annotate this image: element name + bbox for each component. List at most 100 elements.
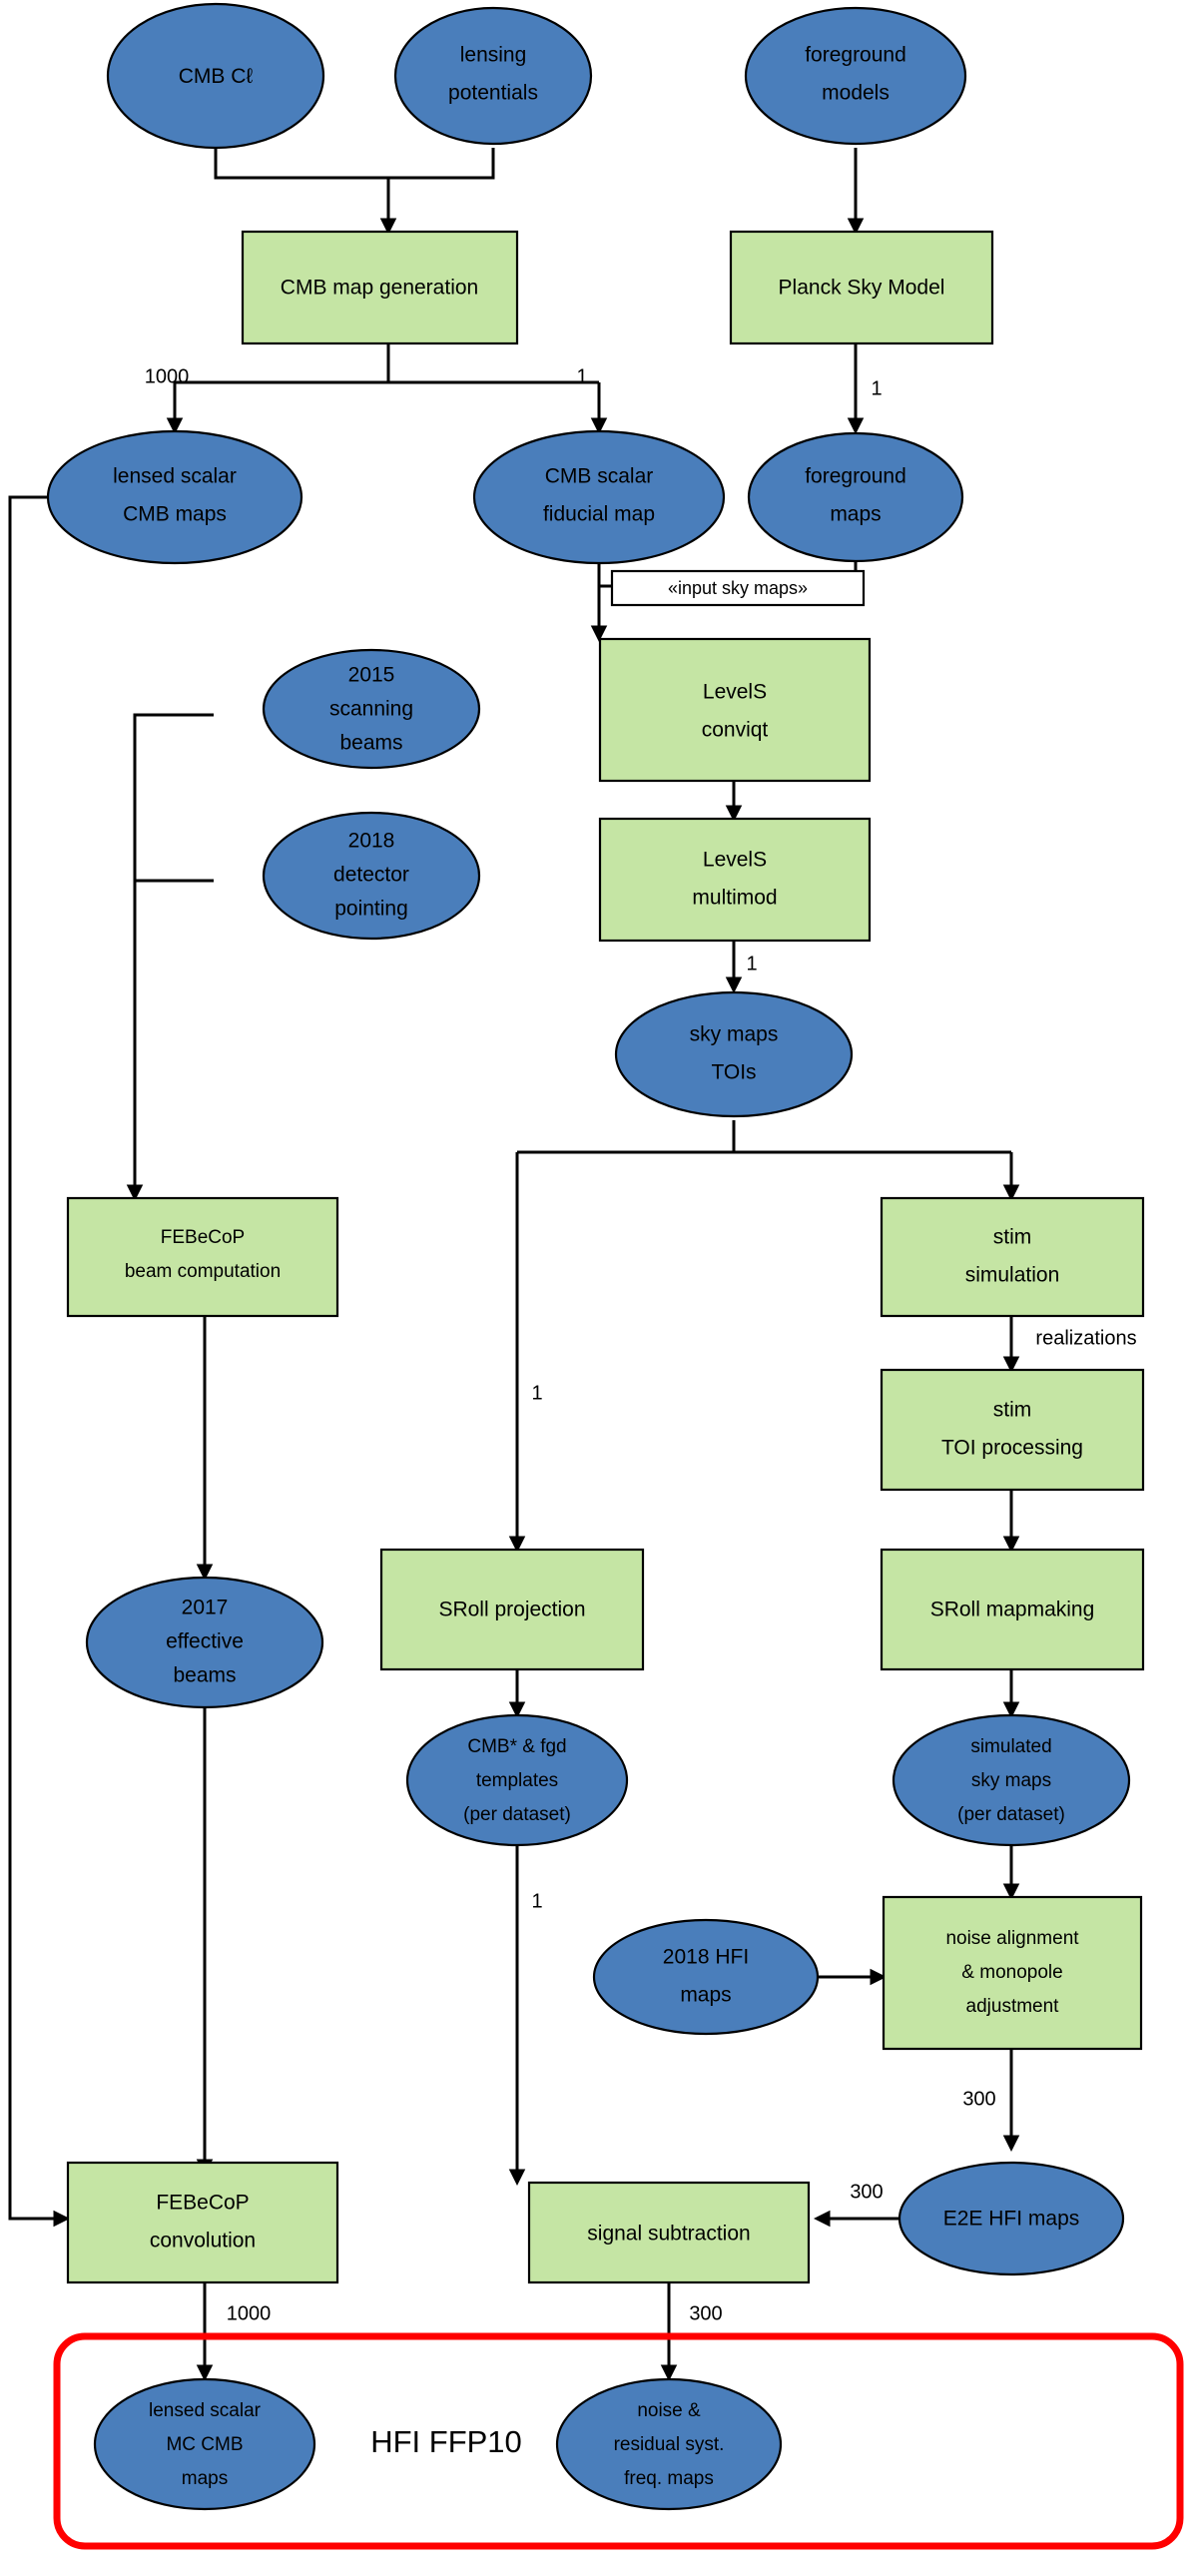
- node-lensing-potentials-label-2: potentials: [448, 82, 538, 105]
- node-cmb-fiducial-label-1: CMB scalar: [545, 465, 654, 488]
- edge-label-febecop-to-mc: 1000: [227, 2302, 272, 2324]
- node-cmb-cl-label: CMB Cℓ: [179, 65, 254, 88]
- node-noise-alignment-label-1: noise alignment: [945, 1928, 1079, 1949]
- node-noise-alignment-label-3: adjustment: [966, 1996, 1060, 2017]
- stereotype-input-sky-maps-label: «input sky maps»: [668, 578, 808, 598]
- node-noise-residual-label-3: freq. maps: [624, 2468, 714, 2489]
- node-2018-hfi-maps[interactable]: 2018 HFI maps: [592, 1918, 820, 2036]
- node-cmb-cl[interactable]: CMB Cℓ: [106, 2, 325, 150]
- node-2018-detector-pointing[interactable]: 2018 detector pointing: [262, 811, 481, 941]
- node-lensing-potentials[interactable]: lensing potentials: [393, 6, 593, 146]
- edge-lensedscalar-to-febecopconv: [8, 495, 70, 2228]
- node-scanning-beams-label-2: scanning: [329, 698, 413, 721]
- node-sroll-projection-label: SRoll projection: [438, 1599, 585, 1621]
- node-foreground-models-label-1: foreground: [805, 44, 906, 67]
- node-cmb-fiducial-label-2: fiducial map: [543, 503, 655, 526]
- node-signal-subtraction-label: signal subtraction: [587, 2223, 750, 2246]
- node-noise-residual-label-1: noise &: [637, 2400, 701, 2421]
- edge-label-cmbgen-to-fiducial: 1: [576, 365, 587, 387]
- node-detector-pointing-label-1: 2018: [348, 830, 395, 853]
- edge-label-subtract-to-noise: 300: [689, 2302, 722, 2324]
- edge-lensingpot-to-cmbmapgen: [388, 148, 495, 180]
- node-mc-cmb-label-1: lensed scalar: [149, 2400, 262, 2421]
- node-stim-toi-label-1: stim: [993, 1399, 1032, 1422]
- node-febecop-convolution[interactable]: FEBeCoP convolution: [66, 2161, 339, 2284]
- node-templates-label-1: CMB* & fgd: [467, 1736, 566, 1757]
- node-levels-conviqt-label-2: conviqt: [702, 719, 769, 742]
- edge-label-tois-to-srollproj: 1: [531, 1382, 542, 1404]
- node-febecop-conv-label-1: FEBeCoP: [156, 2192, 249, 2215]
- node-febecop-beam-label-2: beam computation: [125, 1261, 281, 1282]
- node-stim-toi-processing[interactable]: stim TOI processing: [880, 1368, 1145, 1492]
- node-simulated-sky-maps[interactable]: simulated sky maps (per dataset): [892, 1713, 1131, 1847]
- node-foreground-models[interactable]: foreground models: [744, 6, 967, 146]
- node-levels-conviqt[interactable]: LevelS conviqt: [598, 637, 872, 783]
- node-foreground-maps[interactable]: foreground maps: [747, 431, 964, 563]
- node-e2e-hfi-maps-label: E2E HFI maps: [943, 2208, 1080, 2231]
- stereotype-input-sky-maps: «input sky maps»: [610, 569, 866, 607]
- node-cmb-map-generation[interactable]: CMB map generation: [241, 230, 519, 345]
- node-simulated-sky-label-2: sky maps: [971, 1770, 1051, 1791]
- node-noise-residual-maps[interactable]: noise & residual syst. freq. maps: [555, 2377, 783, 2511]
- node-levels-multimod-label-2: multimod: [692, 887, 777, 910]
- node-mc-cmb-label-3: maps: [182, 2468, 228, 2489]
- node-levels-conviqt-label-1: LevelS: [703, 681, 767, 704]
- node-mc-cmb-label-2: MC CMB: [166, 2434, 243, 2455]
- node-lensed-scalar-label-2: CMB maps: [123, 503, 227, 526]
- node-lensed-scalar-cmb-maps[interactable]: lensed scalar CMB maps: [46, 429, 303, 565]
- hfi-ffp10-group-title: HFI FFP10: [370, 2424, 522, 2459]
- node-e2e-hfi-maps[interactable]: E2E HFI maps: [898, 2161, 1125, 2276]
- edge-cmbcl-to-cmbmapgen: [214, 148, 388, 180]
- edge-beams-rail-to-febecopbeam: [126, 713, 214, 1201]
- svg-text:CMB Cℓ: CMB Cℓ: [179, 65, 254, 88]
- node-noise-alignment[interactable]: noise alignment & monopole adjustment: [882, 1895, 1143, 2051]
- node-signal-subtraction[interactable]: signal subtraction: [527, 2181, 811, 2284]
- node-lensed-scalar-label-1: lensed scalar: [113, 465, 237, 488]
- edge-label-cmbgen-to-lensed: 1000: [145, 365, 190, 387]
- node-planck-sky-model-label: Planck Sky Model: [779, 277, 945, 300]
- node-sroll-mapmaking-label: SRoll mapmaking: [930, 1599, 1095, 1621]
- node-effective-beams-label-2: effective: [166, 1630, 244, 1653]
- node-hfi-maps-label-1: 2018 HFI: [663, 1946, 749, 1969]
- node-sky-maps-tois[interactable]: sky maps TOIs: [614, 990, 854, 1118]
- node-foreground-models-label-2: models: [822, 82, 890, 105]
- node-simulated-sky-label-1: simulated: [970, 1736, 1051, 1757]
- node-sroll-projection[interactable]: SRoll projection: [379, 1548, 645, 1671]
- node-stim-simulation-label-1: stim: [993, 1226, 1032, 1249]
- node-stim-simulation-label-2: simulation: [965, 1264, 1060, 1287]
- node-detector-pointing-label-3: pointing: [334, 898, 408, 921]
- node-stim-toi-label-2: TOI processing: [941, 1437, 1083, 1460]
- edge-label-templates-to-subtract: 1: [531, 1890, 542, 1912]
- node-stim-simulation[interactable]: stim simulation: [880, 1196, 1145, 1318]
- node-febecop-beam-computation[interactable]: FEBeCoP beam computation: [66, 1196, 339, 1318]
- node-foreground-maps-label-2: maps: [830, 503, 881, 526]
- node-2017-effective-beams[interactable]: 2017 effective beams: [85, 1576, 324, 1709]
- node-cmb-fgd-templates[interactable]: CMB* & fgd templates (per dataset): [405, 1713, 629, 1847]
- node-levels-multimod[interactable]: LevelS multimod: [598, 817, 872, 943]
- node-lensed-mc-cmb-maps[interactable]: lensed scalar MC CMB maps: [93, 2377, 316, 2511]
- node-effective-beams-label-1: 2017: [182, 1597, 229, 1619]
- edge-label-e2e-to-subtract: 300: [850, 2181, 883, 2203]
- edge-label-multimod-to-tois: 1: [746, 953, 757, 974]
- node-detector-pointing-label-2: detector: [333, 864, 409, 887]
- node-templates-label-3: (per dataset): [463, 1804, 571, 1825]
- node-foreground-maps-label-1: foreground: [805, 465, 906, 488]
- node-sky-maps-tois-label-2: TOIs: [711, 1061, 756, 1084]
- node-levels-multimod-label-1: LevelS: [703, 849, 767, 872]
- node-lensing-potentials-label-1: lensing: [460, 44, 527, 67]
- edge-label-stimsim-to-stimtoi: realizations: [1035, 1327, 1136, 1349]
- node-planck-sky-model[interactable]: Planck Sky Model: [729, 230, 994, 345]
- node-templates-label-2: templates: [476, 1770, 558, 1791]
- hfi-ffp10-group-outline: [53, 2332, 1184, 2550]
- node-cmb-scalar-fiducial-map[interactable]: CMB scalar fiducial map: [472, 429, 726, 565]
- node-noise-alignment-label-2: & monopole: [961, 1962, 1062, 1983]
- node-scanning-beams-label-1: 2015: [348, 664, 395, 687]
- node-2015-scanning-beams[interactable]: 2015 scanning beams: [262, 648, 481, 770]
- node-cmb-map-generation-label: CMB map generation: [281, 277, 478, 300]
- edge-label-psm-to-foreground: 1: [871, 377, 882, 399]
- node-hfi-maps-label-2: maps: [680, 1984, 731, 2007]
- node-sroll-mapmaking[interactable]: SRoll mapmaking: [880, 1548, 1145, 1671]
- node-febecop-beam-label-1: FEBeCoP: [161, 1227, 245, 1248]
